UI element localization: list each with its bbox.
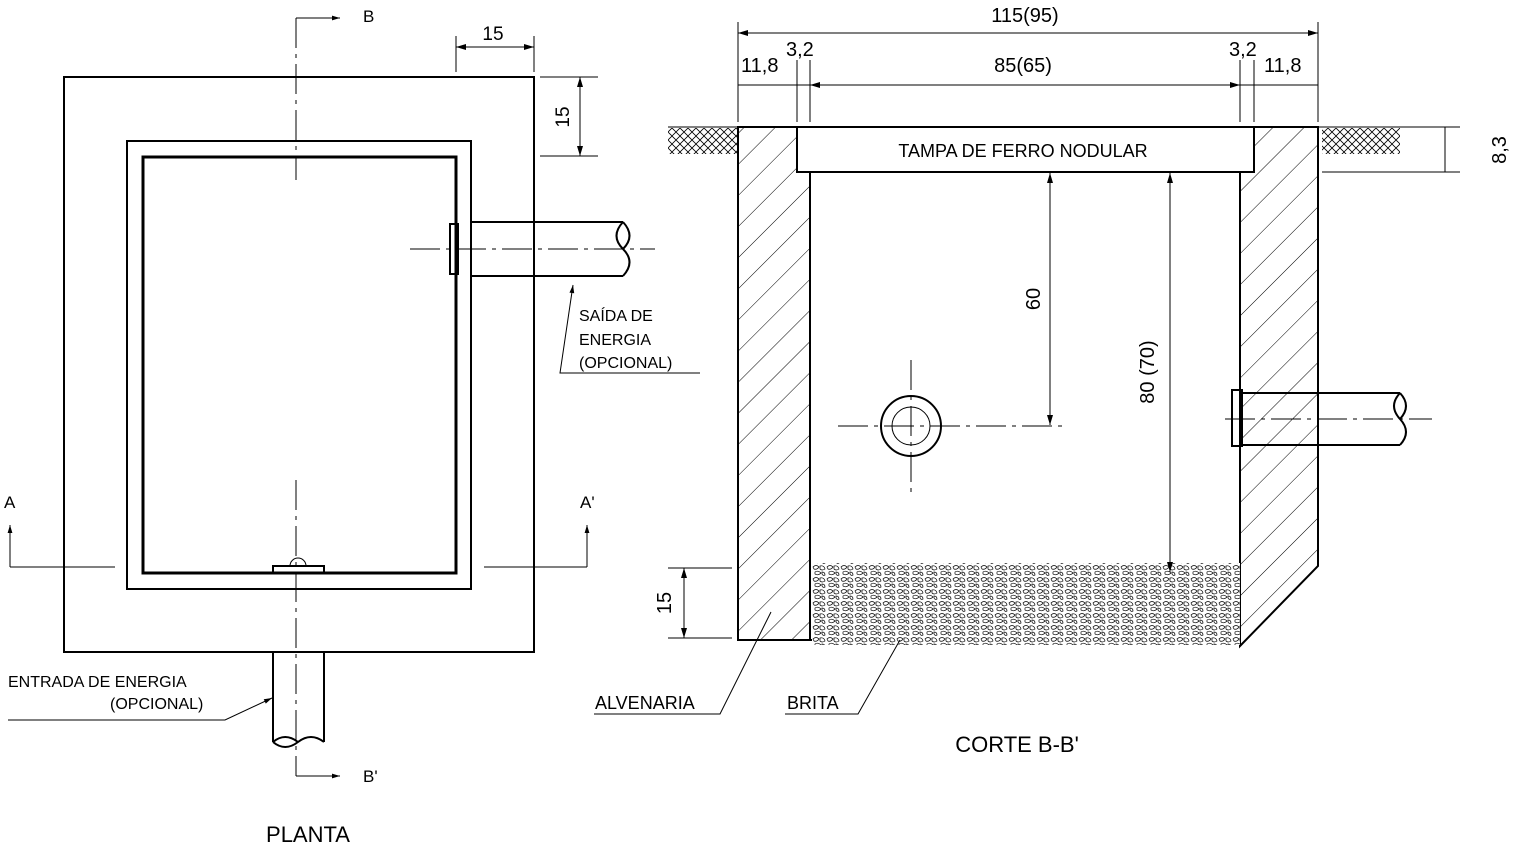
- dim-inner-depth: 80 (70): [1137, 340, 1159, 403]
- section-b-bottom-label: B': [363, 767, 378, 786]
- plan-lid-handle: [272, 565, 325, 574]
- outlet-label-line3: (OPCIONAL): [579, 355, 672, 372]
- dim-pipe-depth: 60: [1023, 288, 1045, 310]
- soil-right: [1322, 128, 1400, 154]
- gravel-bed: [812, 563, 1240, 645]
- masonry-leader: [594, 611, 772, 715]
- gravel-leader: [785, 639, 901, 715]
- plan-handle-arc: [289, 557, 307, 567]
- outlet-leader: [559, 284, 700, 374]
- plan-dim-frame-width: 15: [482, 24, 503, 45]
- dim-gap-right: 3,2: [1229, 39, 1257, 61]
- soil-left: [668, 128, 738, 154]
- section-view: TAMPA DE FERRO NODULAR 115(95) 85(65) 11…: [594, 5, 1511, 757]
- section-outlet-flange: [1231, 389, 1243, 447]
- section-title: CORTE B-B': [955, 732, 1079, 757]
- plan-outlet-flange: [449, 223, 459, 275]
- section-a-left-label: A: [4, 493, 16, 512]
- outlet-label-line1: SAÍDA DE: [579, 306, 653, 325]
- plan-view: B B' A A' 15 15 SAÍDA DE ENERGIA (OPCION…: [4, 7, 700, 847]
- gravel-label: BRITA: [787, 693, 839, 713]
- plan-dim-frame-height: 15: [553, 106, 574, 127]
- section-outlet-pipe: [1242, 392, 1407, 446]
- dim-gravel-height: 15: [654, 592, 676, 614]
- section-b-top-label: B: [363, 7, 374, 26]
- masonry-label: ALVENARIA: [595, 693, 695, 713]
- plan-inlet-pipe: [272, 652, 325, 748]
- dim-inner-width: 85(65): [994, 55, 1052, 77]
- dim-gap-left: 3,2: [786, 39, 814, 61]
- dim-lid-thickness: 8,3: [1489, 136, 1511, 164]
- dim-wall-left: 11,8: [741, 55, 778, 77]
- dim-wall-right: 11,8: [1264, 55, 1301, 77]
- plan-frame-outer: [126, 140, 472, 590]
- plan-title: PLANTA: [266, 822, 350, 847]
- section-a-right-label: A': [580, 493, 595, 512]
- masonry-wall-left: [737, 126, 811, 641]
- lid: [796, 126, 1255, 173]
- inlet-label-line1: ENTRADA DE ENERGIA: [8, 674, 187, 691]
- inlet-label-line2: (OPCIONAL): [110, 696, 203, 713]
- masonry-wall-right: [1239, 126, 1319, 649]
- plan-outer-wall: [63, 76, 535, 653]
- outlet-label-line2: ENERGIA: [579, 332, 651, 349]
- dim-total-width: 115(95): [991, 5, 1058, 27]
- plan-outlet-pipe: [471, 221, 631, 277]
- inlet-leader: [8, 697, 273, 721]
- plan-lid: [141, 155, 458, 575]
- lid-label: TAMPA DE FERRO NODULAR: [898, 141, 1147, 161]
